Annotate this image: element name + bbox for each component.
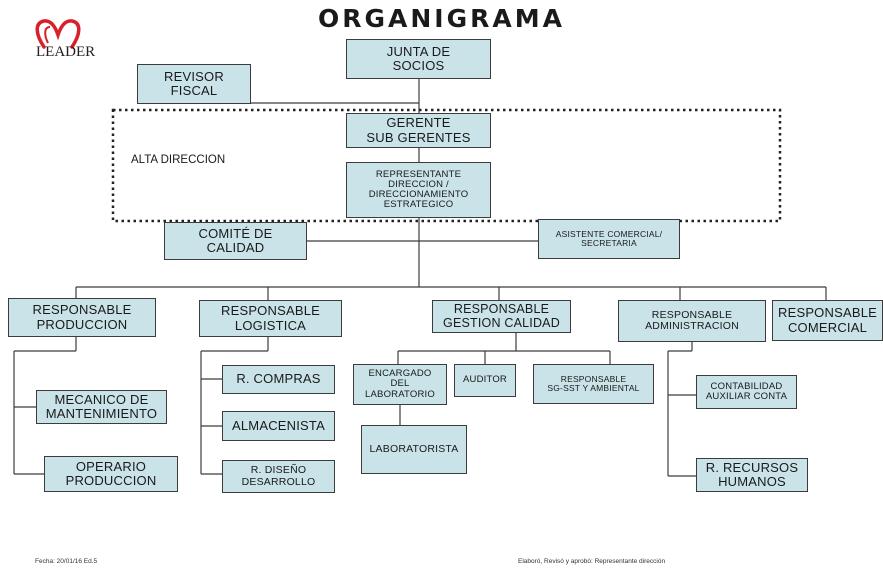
box-responsable-comercial: RESPONSABLE COMERCIAL — [772, 300, 883, 341]
box-responsable-sg-sst: RESPONSABLE SG-SST Y AMBIENTAL — [533, 364, 654, 404]
box-responsable-administracion: RESPONSABLE ADMINISTRACION — [618, 300, 766, 342]
box-r-compras: R. COMPRAS — [222, 365, 335, 394]
box-responsable-gestion-calidad: RESPONSABLE GESTION CALIDAD — [432, 300, 571, 333]
footer-date: Fecha: 20/01/16 Ed.5 — [35, 558, 98, 565]
box-mecanico-mantenimiento: MECANICO DE MANTENIMIENTO — [36, 390, 167, 424]
box-laboratorista: LABORATORISTA — [361, 425, 467, 474]
box-junta-de-socios: JUNTA DE SOCIOS — [346, 39, 491, 79]
box-responsable-produccion: RESPONSABLE PRODUCCION — [8, 298, 156, 337]
box-responsable-logistica: RESPONSABLE LOGISTICA — [199, 300, 342, 337]
box-revisor-fiscal: REVISOR FISCAL — [137, 64, 251, 104]
box-almacenista: ALMACENISTA — [222, 411, 335, 441]
box-operario-produccion: OPERARIO PRODUCCION — [44, 456, 178, 492]
box-encargado-laboratorio: ENCARGADO DEL LABORATORIO — [353, 364, 447, 405]
box-asistente-comercial: ASISTENTE COMERCIAL/ SECRETARIA — [538, 219, 680, 259]
box-contabilidad: CONTABILIDAD AUXILIAR CONTA — [696, 375, 797, 409]
box-auditor: AUDITOR — [454, 364, 516, 397]
footer-approval: Elaboró, Revisó y aprobó: Representante … — [518, 558, 666, 565]
box-comite-de-calidad: COMITÉ DE CALIDAD — [164, 222, 307, 260]
chart-title: ORGANIGRAMA — [318, 4, 565, 33]
box-r-diseno-desarrollo: R. DISEÑO DESARROLLO — [222, 460, 335, 493]
box-gerente: GERENTE SUB GERENTES — [346, 113, 491, 148]
leader-logo-icon — [35, 19, 81, 49]
box-representante-direccion: REPRESENTANTE DIRECCION / DIRECCIONAMIEN… — [346, 162, 491, 218]
alta-direccion-frame — [111, 108, 782, 223]
logo-text: LEADER — [36, 44, 96, 60]
alta-direccion-label: ALTA DIRECCION — [131, 154, 226, 166]
box-r-recursos-humanos: R. RECURSOS HUMANOS — [696, 458, 808, 492]
